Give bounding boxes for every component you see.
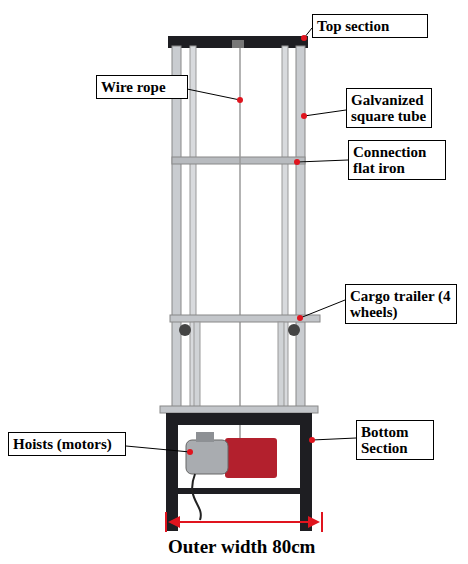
hoist-motor — [186, 440, 228, 474]
trailer-post — [278, 322, 284, 410]
stand-leg — [300, 413, 312, 531]
callout-text: Top section — [317, 18, 423, 34]
leader-dots — [187, 35, 315, 455]
wire-rope — [239, 48, 241, 455]
leader-line — [126, 446, 190, 452]
arrowhead — [308, 516, 320, 528]
callout-box: Galvanized square tube — [346, 88, 432, 128]
callout-box: Bottom Section — [356, 420, 434, 460]
callout-box: Connection flat iron — [348, 140, 446, 180]
power-cable — [192, 474, 201, 520]
leader-line — [187, 89, 240, 100]
callout-box: Top section — [312, 14, 428, 38]
callout-text: Connection flat iron — [353, 144, 441, 176]
leader-line — [312, 438, 356, 440]
callout-box: Cargo trailer (4 wheels) — [345, 284, 457, 324]
leader-line — [304, 110, 346, 116]
callout-text: Galvanized square tube — [351, 92, 427, 124]
pulley — [232, 40, 244, 48]
leader-line — [297, 160, 348, 162]
leader-line — [300, 300, 345, 318]
dimension-label: Outer width 80cm — [168, 536, 315, 558]
callout-box: Wire rope — [96, 75, 188, 99]
leader-dot — [301, 113, 307, 119]
platform-bar — [160, 406, 318, 413]
callout-text: Hoists (motors) — [13, 436, 121, 452]
callout-box: Hoists (motors) — [8, 432, 126, 456]
callout-text: Bottom Section — [361, 424, 429, 456]
hoist-body — [225, 438, 277, 478]
leader-dot — [294, 159, 300, 165]
callout-text: Cargo trailer (4 wheels) — [350, 288, 452, 320]
dimension-tick — [321, 512, 323, 532]
leader-dot — [187, 449, 193, 455]
square-tube — [172, 46, 181, 414]
stand-top — [166, 413, 312, 425]
leader-dot — [301, 35, 307, 41]
dimension-line — [176, 521, 312, 523]
leader-dot — [309, 437, 315, 443]
wheel — [179, 324, 191, 336]
leader-dot — [237, 97, 243, 103]
dimension-tick — [165, 512, 167, 532]
flat-iron — [172, 157, 305, 164]
leader-dot — [297, 315, 303, 321]
arrowhead — [168, 516, 180, 528]
trailer-post — [194, 322, 200, 410]
stand-leg — [166, 413, 178, 531]
wheel — [288, 324, 300, 336]
dimension-arrow — [166, 512, 322, 532]
stand-brace — [178, 488, 300, 494]
hoist-box — [196, 432, 214, 442]
callout-text: Wire rope — [101, 79, 183, 95]
square-tube — [296, 46, 305, 414]
trailer-bar — [170, 315, 320, 322]
